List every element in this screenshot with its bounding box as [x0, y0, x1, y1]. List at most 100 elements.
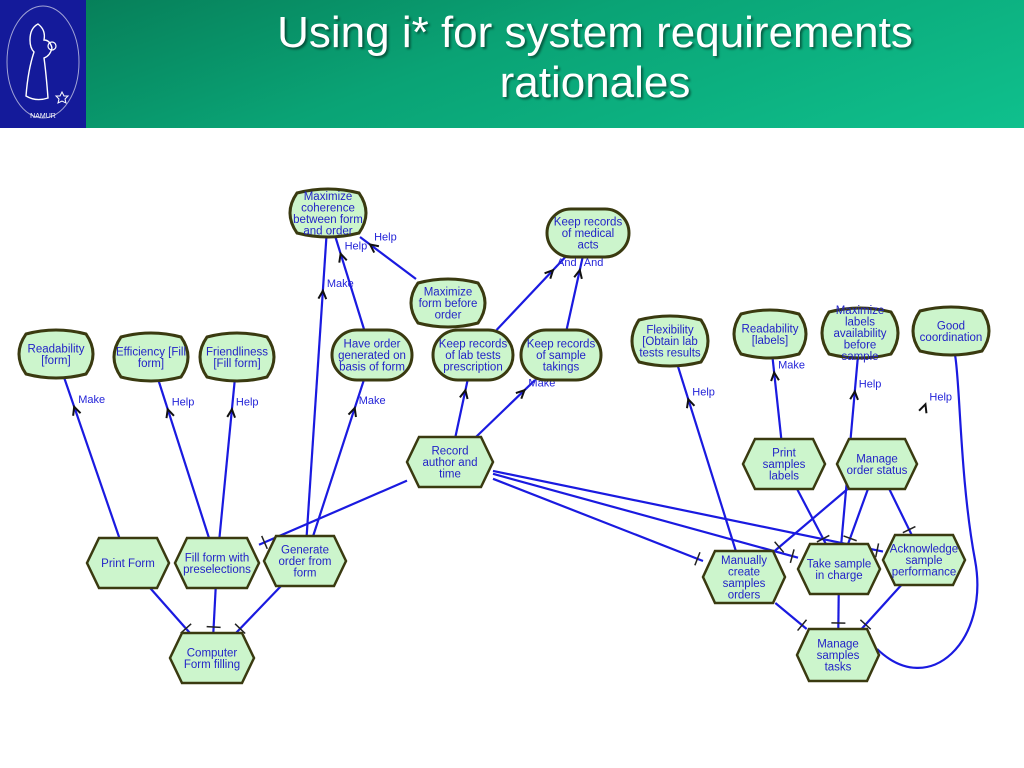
decomposition-tick-icon — [902, 525, 916, 534]
contribution-link[interactable] — [454, 379, 469, 438]
arrowhead-icon — [770, 370, 780, 382]
decomposition-link[interactable] — [831, 593, 846, 630]
decomposition-link[interactable] — [492, 477, 704, 566]
arrowhead-icon — [515, 388, 527, 400]
decomposition-tick-icon — [859, 619, 872, 630]
contribution-link[interactable]: Help — [876, 354, 979, 669]
contribution-link[interactable]: Make — [312, 379, 386, 537]
decomposition-link[interactable] — [796, 488, 830, 545]
arrowhead-icon — [226, 406, 236, 419]
arrowhead-icon — [573, 267, 583, 280]
goal-shape — [545, 207, 631, 259]
arrowhead-icon — [338, 251, 348, 263]
node-label: Readability[form] — [28, 343, 85, 367]
contribution-link[interactable]: Make — [770, 357, 805, 440]
contribution-link[interactable]: And — [565, 256, 604, 331]
link-label: Help — [929, 391, 952, 403]
task-shape — [796, 542, 882, 596]
task-node[interactable]: Print Form — [85, 536, 171, 590]
softgoal-shape — [911, 305, 991, 357]
task-shape — [701, 549, 787, 605]
decomposition-link[interactable] — [773, 488, 849, 553]
softgoal-node[interactable]: Readability[labels] — [732, 308, 808, 360]
arrowhead-icon — [849, 389, 859, 401]
contribution-link[interactable]: And — [495, 256, 577, 331]
decomposition-link[interactable] — [492, 469, 884, 558]
node-label: Friendliness[Fill form] — [206, 346, 268, 370]
task-shape — [741, 437, 827, 491]
contribution-link[interactable]: Help — [334, 236, 368, 331]
decomposition-link[interactable] — [492, 472, 799, 564]
task-shape — [85, 536, 171, 590]
link-label: Help — [345, 241, 368, 253]
university-seal-icon: NAMUR — [0, 0, 86, 128]
goal-shape — [519, 328, 603, 382]
decomposition-link[interactable] — [859, 584, 903, 630]
arrowhead-icon — [72, 404, 82, 416]
decomposition-link[interactable] — [149, 587, 192, 634]
softgoal-node[interactable]: Friendliness[Fill form] — [198, 331, 276, 383]
decomposition-link[interactable] — [258, 479, 408, 550]
softgoal-node[interactable]: Readability[form] — [17, 328, 95, 380]
softgoal-shape — [630, 314, 710, 368]
node-label: Print Form — [101, 558, 155, 570]
softgoal-shape — [820, 306, 900, 360]
task-shape — [795, 627, 881, 683]
goal-shape — [330, 328, 414, 382]
decomposition-tick-icon — [843, 535, 857, 542]
contribution-link[interactable]: Make — [475, 377, 555, 438]
arrowhead-icon — [317, 288, 328, 300]
decomposition-tick-icon — [234, 623, 246, 635]
contribution-link[interactable]: Help — [157, 380, 211, 539]
decomposition-link[interactable] — [888, 488, 916, 536]
contribution-link[interactable]: Help — [359, 232, 417, 280]
decomposition-link[interactable] — [843, 488, 869, 545]
contribution-link[interactable]: Help — [218, 380, 259, 539]
decomposition-link[interactable] — [234, 585, 282, 635]
contribution-link[interactable]: Help — [676, 365, 737, 552]
decomposition-tick-icon — [180, 623, 192, 634]
decomposition-link[interactable] — [206, 587, 221, 634]
softgoal-shape — [198, 331, 276, 383]
link-label: And — [557, 257, 577, 269]
decomposition-link[interactable] — [774, 602, 808, 632]
decomposition-tick-icon — [797, 619, 808, 632]
task-shape — [835, 437, 919, 491]
task-shape — [262, 534, 348, 588]
link-label: Help — [692, 386, 715, 398]
contribution-link[interactable]: Make — [305, 236, 354, 537]
contribution-link[interactable]: Make — [63, 377, 121, 539]
